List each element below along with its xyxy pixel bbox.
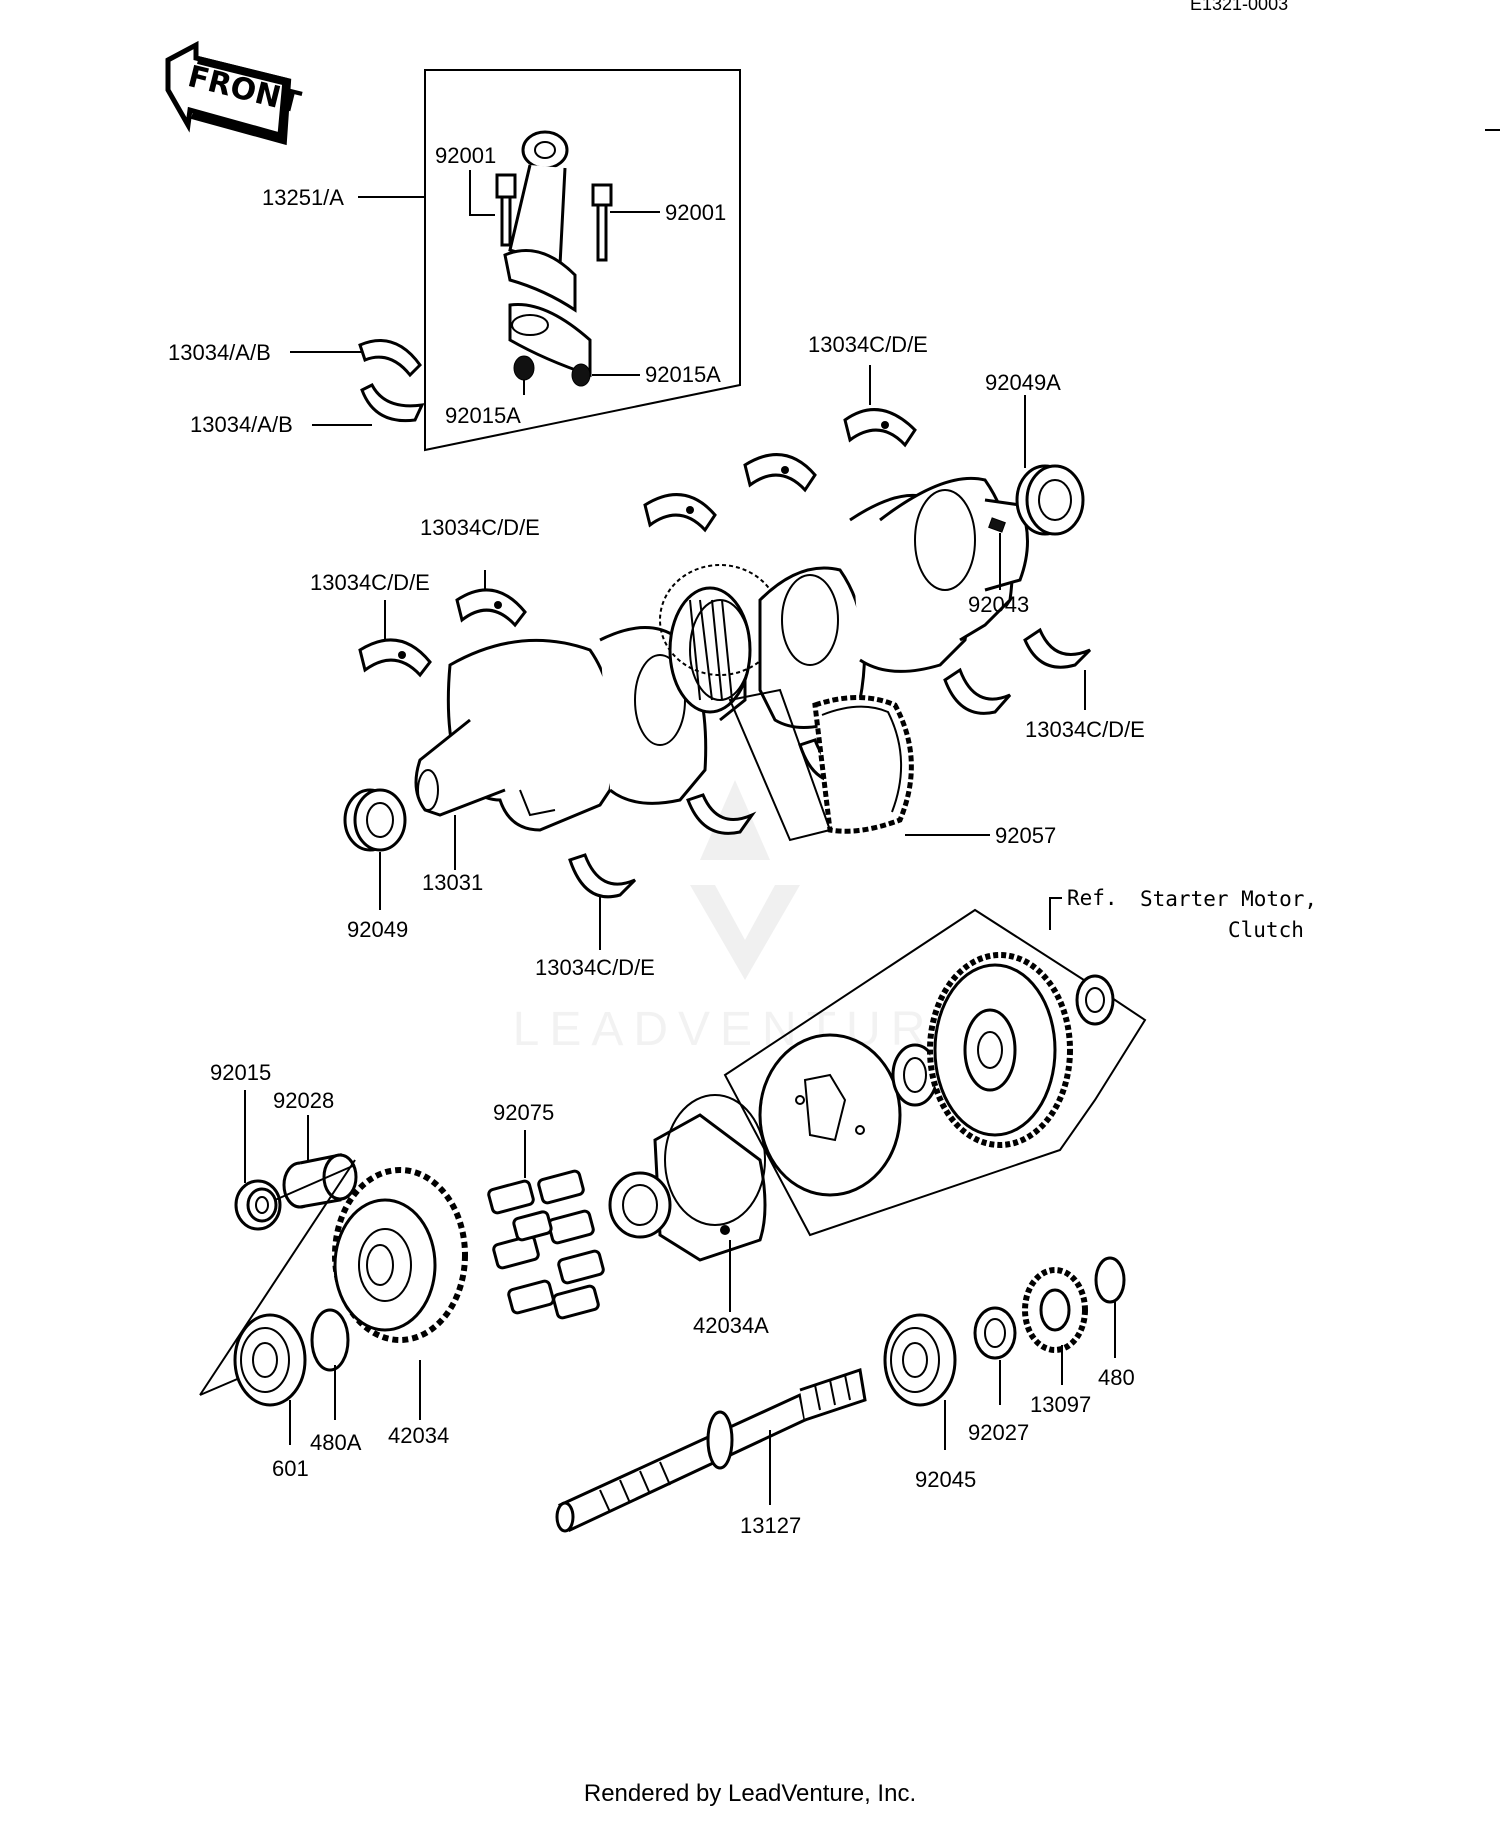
label-92049A: 92049A xyxy=(985,370,1061,395)
rod-bearing-lower xyxy=(360,382,425,423)
nut-icon xyxy=(234,1179,282,1231)
watermark-text: LEADVENTURE xyxy=(513,1003,978,1056)
pin-icon xyxy=(988,517,1006,533)
crankshaft xyxy=(414,476,1029,832)
collar-icon xyxy=(282,1153,358,1209)
one-way-clutch-body xyxy=(608,1094,767,1262)
label-13034AB-lower: 13034/A/B xyxy=(190,412,293,437)
bolt-icon xyxy=(495,173,517,247)
main-bearing-shell xyxy=(686,793,757,835)
circlip-icon xyxy=(1094,1256,1126,1304)
footer-credit: Rendered by LeadVenture, Inc. xyxy=(583,1780,917,1807)
label-13127: 13127 xyxy=(740,1513,801,1538)
label-92001-left: 92001 xyxy=(435,143,496,168)
diagram-code: E1321-0003 xyxy=(1190,0,1289,14)
label-13034AB-upper: 13034/A/B xyxy=(168,340,271,365)
label-13251A: 13251/A xyxy=(262,185,344,210)
cam-chain xyxy=(728,688,914,842)
clutch-label: Clutch xyxy=(1228,918,1304,942)
nut-icon xyxy=(571,363,591,387)
bolt-icon xyxy=(591,183,613,262)
connecting-rod-group: 13251/A 92001 92001 92015A 92015A xyxy=(262,69,741,452)
label-13034CDE-left: 13034C/D/E xyxy=(310,570,430,595)
circlip-icon xyxy=(310,1308,350,1372)
oil-seal-left xyxy=(343,788,407,852)
spacer-icon xyxy=(973,1306,1017,1360)
starter-clutch-hub xyxy=(758,1033,902,1197)
label-92015A-left: 92015A xyxy=(445,403,521,428)
main-bearing-shell xyxy=(568,853,637,899)
label-92001-right: 92001 xyxy=(665,200,726,225)
oil-seal-right xyxy=(1015,464,1085,536)
label-13031: 13031 xyxy=(422,870,483,895)
label-92015A-right: 92015A xyxy=(645,362,721,387)
main-bearing-shell xyxy=(455,588,527,628)
small-gear xyxy=(1022,1267,1088,1353)
starter-driven-gear xyxy=(927,952,1073,1148)
label-92057: 92057 xyxy=(995,823,1056,848)
label-42034: 42034 xyxy=(388,1423,449,1448)
label-601: 601 xyxy=(272,1456,309,1481)
label-92028: 92028 xyxy=(273,1088,334,1113)
label-480A: 480A xyxy=(310,1430,362,1455)
clutch-rollers xyxy=(487,1169,605,1320)
label-480: 480 xyxy=(1098,1365,1135,1390)
cam-chain-sprocket xyxy=(668,586,752,714)
starter-motor-label: Starter Motor, xyxy=(1140,887,1317,911)
connecting-rod xyxy=(503,130,577,313)
label-92027: 92027 xyxy=(968,1420,1029,1445)
nut-icon xyxy=(513,355,535,381)
rod-bearing-upper xyxy=(358,339,422,378)
label-92015: 92015 xyxy=(210,1060,271,1085)
label-92075: 92075 xyxy=(493,1100,554,1125)
main-bearing-shell xyxy=(843,408,917,448)
main-bearing-shell xyxy=(643,493,717,533)
label-13034CDE-right: 13034C/D/E xyxy=(1025,717,1145,742)
label-13034CDE-top: 13034C/D/E xyxy=(808,332,928,357)
starter-shaft xyxy=(555,1368,867,1533)
label-13034CDE-mid: 13034C/D/E xyxy=(420,515,540,540)
main-bearing-shell xyxy=(1023,627,1092,669)
main-bearing-shell xyxy=(943,667,1012,715)
label-92043: 92043 xyxy=(968,592,1029,617)
starter-clutch-ref-box xyxy=(723,897,1147,1237)
ref-label: Ref. xyxy=(1067,886,1118,910)
ball-bearing xyxy=(883,1313,957,1407)
front-arrow-icon: FRONT xyxy=(165,40,305,146)
watermark-logo: LEADVENTURE xyxy=(513,780,978,1056)
label-13097: 13097 xyxy=(1030,1392,1091,1417)
label-92045: 92045 xyxy=(915,1467,976,1492)
ball-bearing xyxy=(233,1313,307,1407)
main-bearing-shell xyxy=(743,453,817,493)
starter-clutch-gear xyxy=(332,1167,468,1343)
label-92049: 92049 xyxy=(347,917,408,942)
washer-icon xyxy=(1075,974,1115,1026)
label-42034A: 42034A xyxy=(693,1313,769,1338)
main-bearing-shell xyxy=(358,638,432,678)
label-13034CDE-bottom: 13034C/D/E xyxy=(535,955,655,980)
